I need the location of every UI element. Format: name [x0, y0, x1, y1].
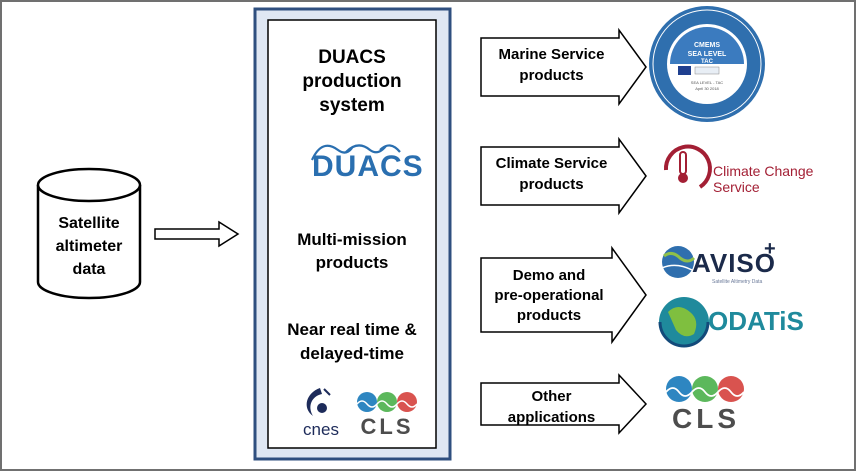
- output-arrow-marine: [480, 27, 647, 107]
- satellite-data-cylinder: [36, 167, 142, 300]
- timing-label: Near real time & delayed-time: [287, 320, 417, 363]
- cmems-seal-foot-1: SEA LEVEL - TAC: [690, 80, 724, 85]
- cmems-seal-bottom: TAC: [701, 59, 713, 65]
- cls-logo-text-large: CLS: [672, 403, 740, 434]
- thermometer-icon: [663, 144, 712, 189]
- output-label-climate: Climate Service products: [495, 155, 608, 193]
- cmems-seal-logo: [649, 6, 765, 122]
- output-arrow-other: [480, 373, 648, 435]
- climate-change-subtitle: Service: [713, 179, 760, 195]
- system-box-inner: [267, 19, 437, 449]
- multi-mission-label: Multi-mission products: [297, 230, 407, 272]
- output-arrow-demo: [480, 245, 647, 345]
- cmems-seal-middle: SEA LEVEL: [687, 51, 727, 58]
- duacs-logo-text: DUACS: [312, 150, 424, 183]
- cls-logo-text-small: CLS: [360, 414, 414, 439]
- output-label-marine: Marine Service products: [498, 46, 605, 84]
- cmems-seal-foot-2: April 30 2018: [695, 86, 719, 91]
- cls-logo-mark-small: [356, 392, 418, 412]
- system-title: DUACS production system: [302, 47, 402, 116]
- cmems-seal-top: CMEMS: [693, 42, 721, 49]
- aviso-logo-sup: +: [764, 238, 776, 260]
- cnes-logo-mark: [306, 388, 331, 416]
- odatis-earth-icon: [658, 297, 710, 348]
- output-arrow-climate: [480, 136, 647, 216]
- cls-logo-mark-large: [665, 376, 745, 402]
- aviso-tagline: Satellite Altimetry Data: [712, 279, 763, 285]
- output-arrows: [480, 27, 648, 435]
- climate-change-title: Climate Change: [713, 163, 814, 179]
- output-label-demo: Demo and pre-operational products: [494, 267, 604, 324]
- satellite-data-label: Satellite altimeter data: [55, 215, 123, 278]
- aviso-globe-icon: [661, 246, 696, 278]
- aviso-logo-text: AVISO: [692, 248, 776, 278]
- cnes-logo-text: cnes: [303, 420, 339, 439]
- duacs-wave-icon: [310, 144, 401, 161]
- input-arrow: [154, 220, 240, 248]
- odatis-logo-text: ODATiS: [708, 306, 804, 336]
- output-label-other: Other applications: [507, 388, 596, 426]
